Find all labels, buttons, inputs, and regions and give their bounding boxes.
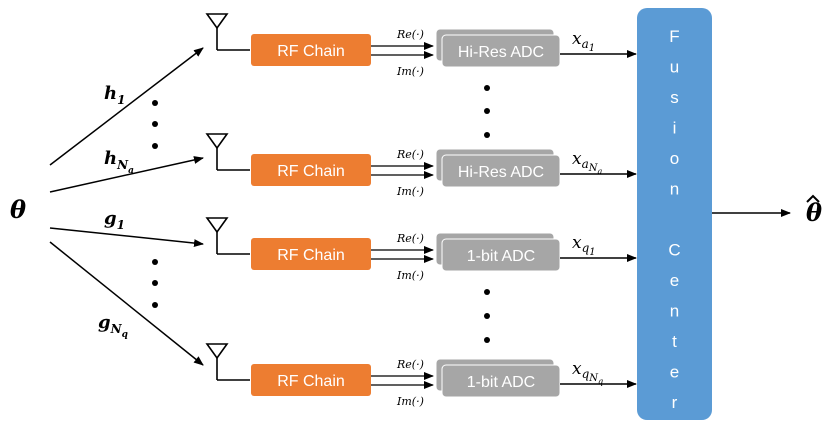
re-label: Re(·)	[396, 358, 424, 371]
rf-chain-label: RF Chain	[277, 43, 345, 60]
fusion-letter: t	[672, 332, 678, 351]
adc-box-front	[441, 364, 561, 398]
im-label: Im(·)	[396, 269, 424, 282]
fusion-letter: n	[670, 302, 680, 321]
adc-box-front	[441, 34, 561, 68]
im-label: Im(·)	[396, 395, 424, 408]
output-label-xaNa: xaNa	[572, 149, 603, 176]
rf-chain-label: RF Chain	[277, 163, 345, 180]
input-theta: θ	[10, 195, 26, 224]
re-label: Re(·)	[396, 232, 424, 245]
rf-chain-box	[251, 34, 371, 66]
fusion-letter: i	[673, 119, 678, 138]
adc-label: 1-bit ADC	[467, 248, 535, 265]
rf-chain-label: RF Chain	[277, 373, 345, 390]
adc-label: Hi-Res ADC	[458, 164, 544, 181]
arrow-gNq	[49, 241, 204, 366]
fusion-letter: e	[670, 363, 680, 382]
adc-label: 1-bit ADC	[467, 374, 535, 391]
label-hNa: hNa	[104, 148, 134, 176]
adc-dots-upper	[484, 85, 490, 138]
branch-row-1: RF Chain Re(·) Im(·) Hi-Res ADC xa1	[205, 13, 637, 78]
rf-chain-label: RF Chain	[277, 247, 345, 264]
rf-chain-box	[251, 238, 371, 270]
rf-chain-box	[251, 364, 371, 396]
fusion-letter: e	[670, 271, 680, 290]
arrow-hNa	[49, 156, 204, 193]
im-label: Im(·)	[396, 185, 424, 198]
channel-dots-upper	[152, 100, 158, 149]
output-label-xq1: xq1	[572, 233, 596, 258]
antenna-icon	[205, 13, 250, 51]
output-label-xqNq: xqNq	[572, 359, 603, 386]
antenna-icon	[205, 343, 250, 381]
fusion-letter: r	[672, 393, 679, 412]
branch-row-4: RF Chain Re(·) Im(·) 1-bit ADC xqNq	[205, 343, 637, 408]
branch-row-3: RF Chain Re(·) Im(·) 1-bit ADC xq1	[205, 217, 637, 282]
output-theta-hat: θ	[806, 198, 822, 227]
adc-box-front	[441, 238, 561, 272]
fusion-letter: F	[669, 27, 680, 46]
im-label: Im(·)	[396, 65, 424, 78]
label-h1: h1	[104, 83, 125, 107]
fusion-letter: n	[670, 180, 680, 199]
rf-chain-box	[251, 154, 371, 186]
fusion-letter: s	[670, 88, 680, 107]
adc-box-front	[441, 154, 561, 188]
adc-label: Hi-Res ADC	[458, 44, 544, 61]
fusion-letter: o	[670, 149, 680, 168]
output-label-xa1: xa1	[572, 29, 595, 54]
arrow-h1	[49, 47, 204, 166]
adc-dots-lower	[484, 289, 490, 343]
antenna-icon	[205, 217, 250, 255]
label-gNq: gNq	[98, 312, 128, 340]
fusion-center-box	[637, 8, 712, 420]
arrow-g1	[49, 227, 204, 248]
channel-dots-lower	[152, 259, 158, 308]
branch-row-2: RF Chain Re(·) Im(·) Hi-Res ADC xaNa	[205, 133, 637, 198]
label-g1: g1	[104, 208, 125, 232]
fusion-letter: u	[670, 58, 680, 77]
antenna-icon	[205, 133, 250, 171]
re-label: Re(·)	[396, 148, 424, 161]
re-label: Re(·)	[396, 28, 424, 41]
output-hat	[806, 194, 820, 203]
fusion-letter: C	[668, 241, 681, 260]
